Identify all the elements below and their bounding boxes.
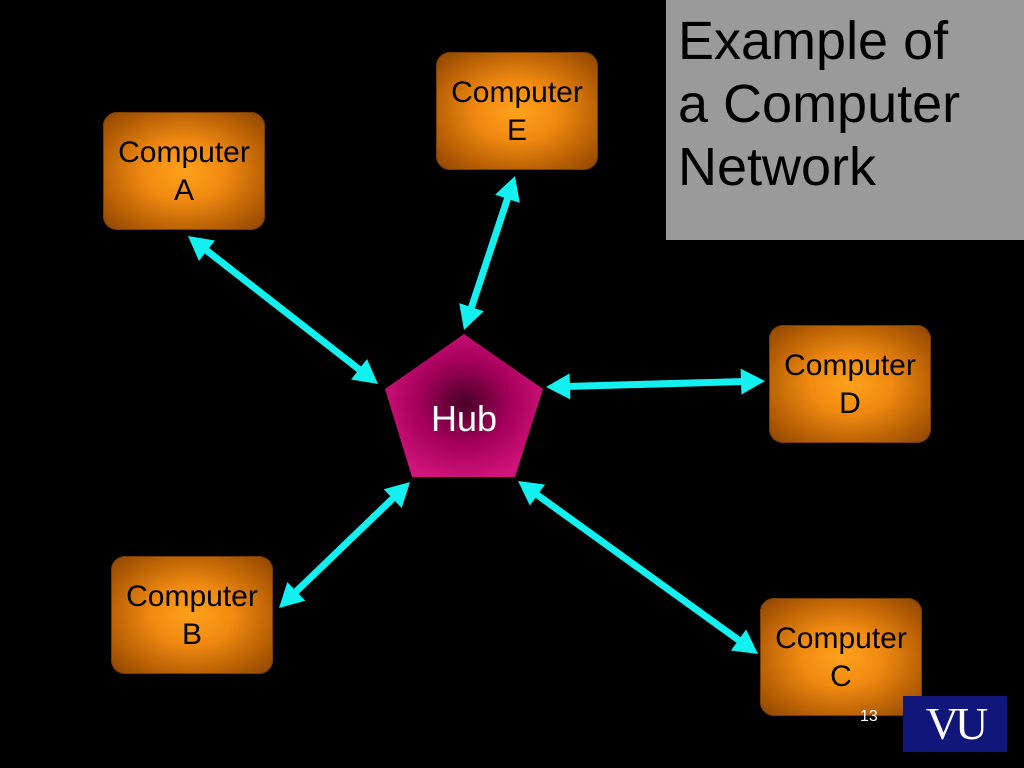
link-hub-computer-b-shaft xyxy=(290,493,399,597)
page-number: 13 xyxy=(860,708,878,725)
computer-e-letter: E xyxy=(506,114,527,147)
computer-b-label: Computer xyxy=(126,580,258,613)
computer-c-label: Computer xyxy=(775,622,907,655)
computer-d-label: Computer xyxy=(784,349,916,382)
link-hub-computer-a xyxy=(188,236,378,384)
link-hub-computer-c-shaft xyxy=(532,489,744,646)
title-line-1: Example of xyxy=(678,11,949,71)
link-hub-computer-c xyxy=(518,481,758,654)
computer-e-node: Computer E xyxy=(436,52,598,170)
hub-label: Hub xyxy=(430,398,498,439)
link-hub-computer-d-shaft xyxy=(565,378,746,390)
computer-c-node: Computer C xyxy=(760,598,922,716)
link-hub-computer-a-shaft xyxy=(201,245,365,375)
link-hub-computer-d-arrowhead-start xyxy=(546,373,571,400)
slide-title: Example of a Computer Network xyxy=(666,0,1024,240)
link-hub-computer-e-shaft xyxy=(466,193,513,313)
link-hub-computer-e-arrowhead-end xyxy=(495,176,520,203)
vu-logo: VU xyxy=(903,696,1007,752)
computer-e-label: Computer xyxy=(451,76,583,109)
computer-a-label: Computer xyxy=(118,136,250,169)
computer-d-letter: D xyxy=(839,387,861,420)
computer-b-letter: B xyxy=(181,618,202,651)
link-hub-computer-a-arrowhead-end xyxy=(188,236,215,262)
link-hub-computer-c-arrowhead-start xyxy=(518,481,546,506)
computer-a-node: Computer A xyxy=(103,112,265,230)
link-hub-computer-e-arrowhead-start xyxy=(459,303,484,330)
hub-pentagon xyxy=(385,334,543,477)
link-hub-computer-b xyxy=(279,482,410,608)
link-hub-computer-d xyxy=(546,368,765,400)
vu-logo-text: VU xyxy=(925,698,988,749)
link-hub-computer-b-arrowhead-end xyxy=(279,581,306,608)
computer-c-letter: C xyxy=(830,660,852,693)
link-hub-computer-a-arrowhead-start xyxy=(351,358,378,384)
link-hub-computer-d-arrowhead-end xyxy=(740,368,765,395)
computer-b-node: Computer B xyxy=(111,556,273,674)
computer-a-letter: A xyxy=(173,174,194,207)
link-hub-computer-e xyxy=(459,176,520,330)
title-line-3: Network xyxy=(678,137,877,197)
computer-d-node: Computer D xyxy=(769,325,931,443)
title-line-2: a Computer xyxy=(678,74,961,134)
link-hub-computer-c-arrowhead-end xyxy=(730,629,758,654)
link-hub-computer-b-arrowhead-start xyxy=(383,482,410,509)
